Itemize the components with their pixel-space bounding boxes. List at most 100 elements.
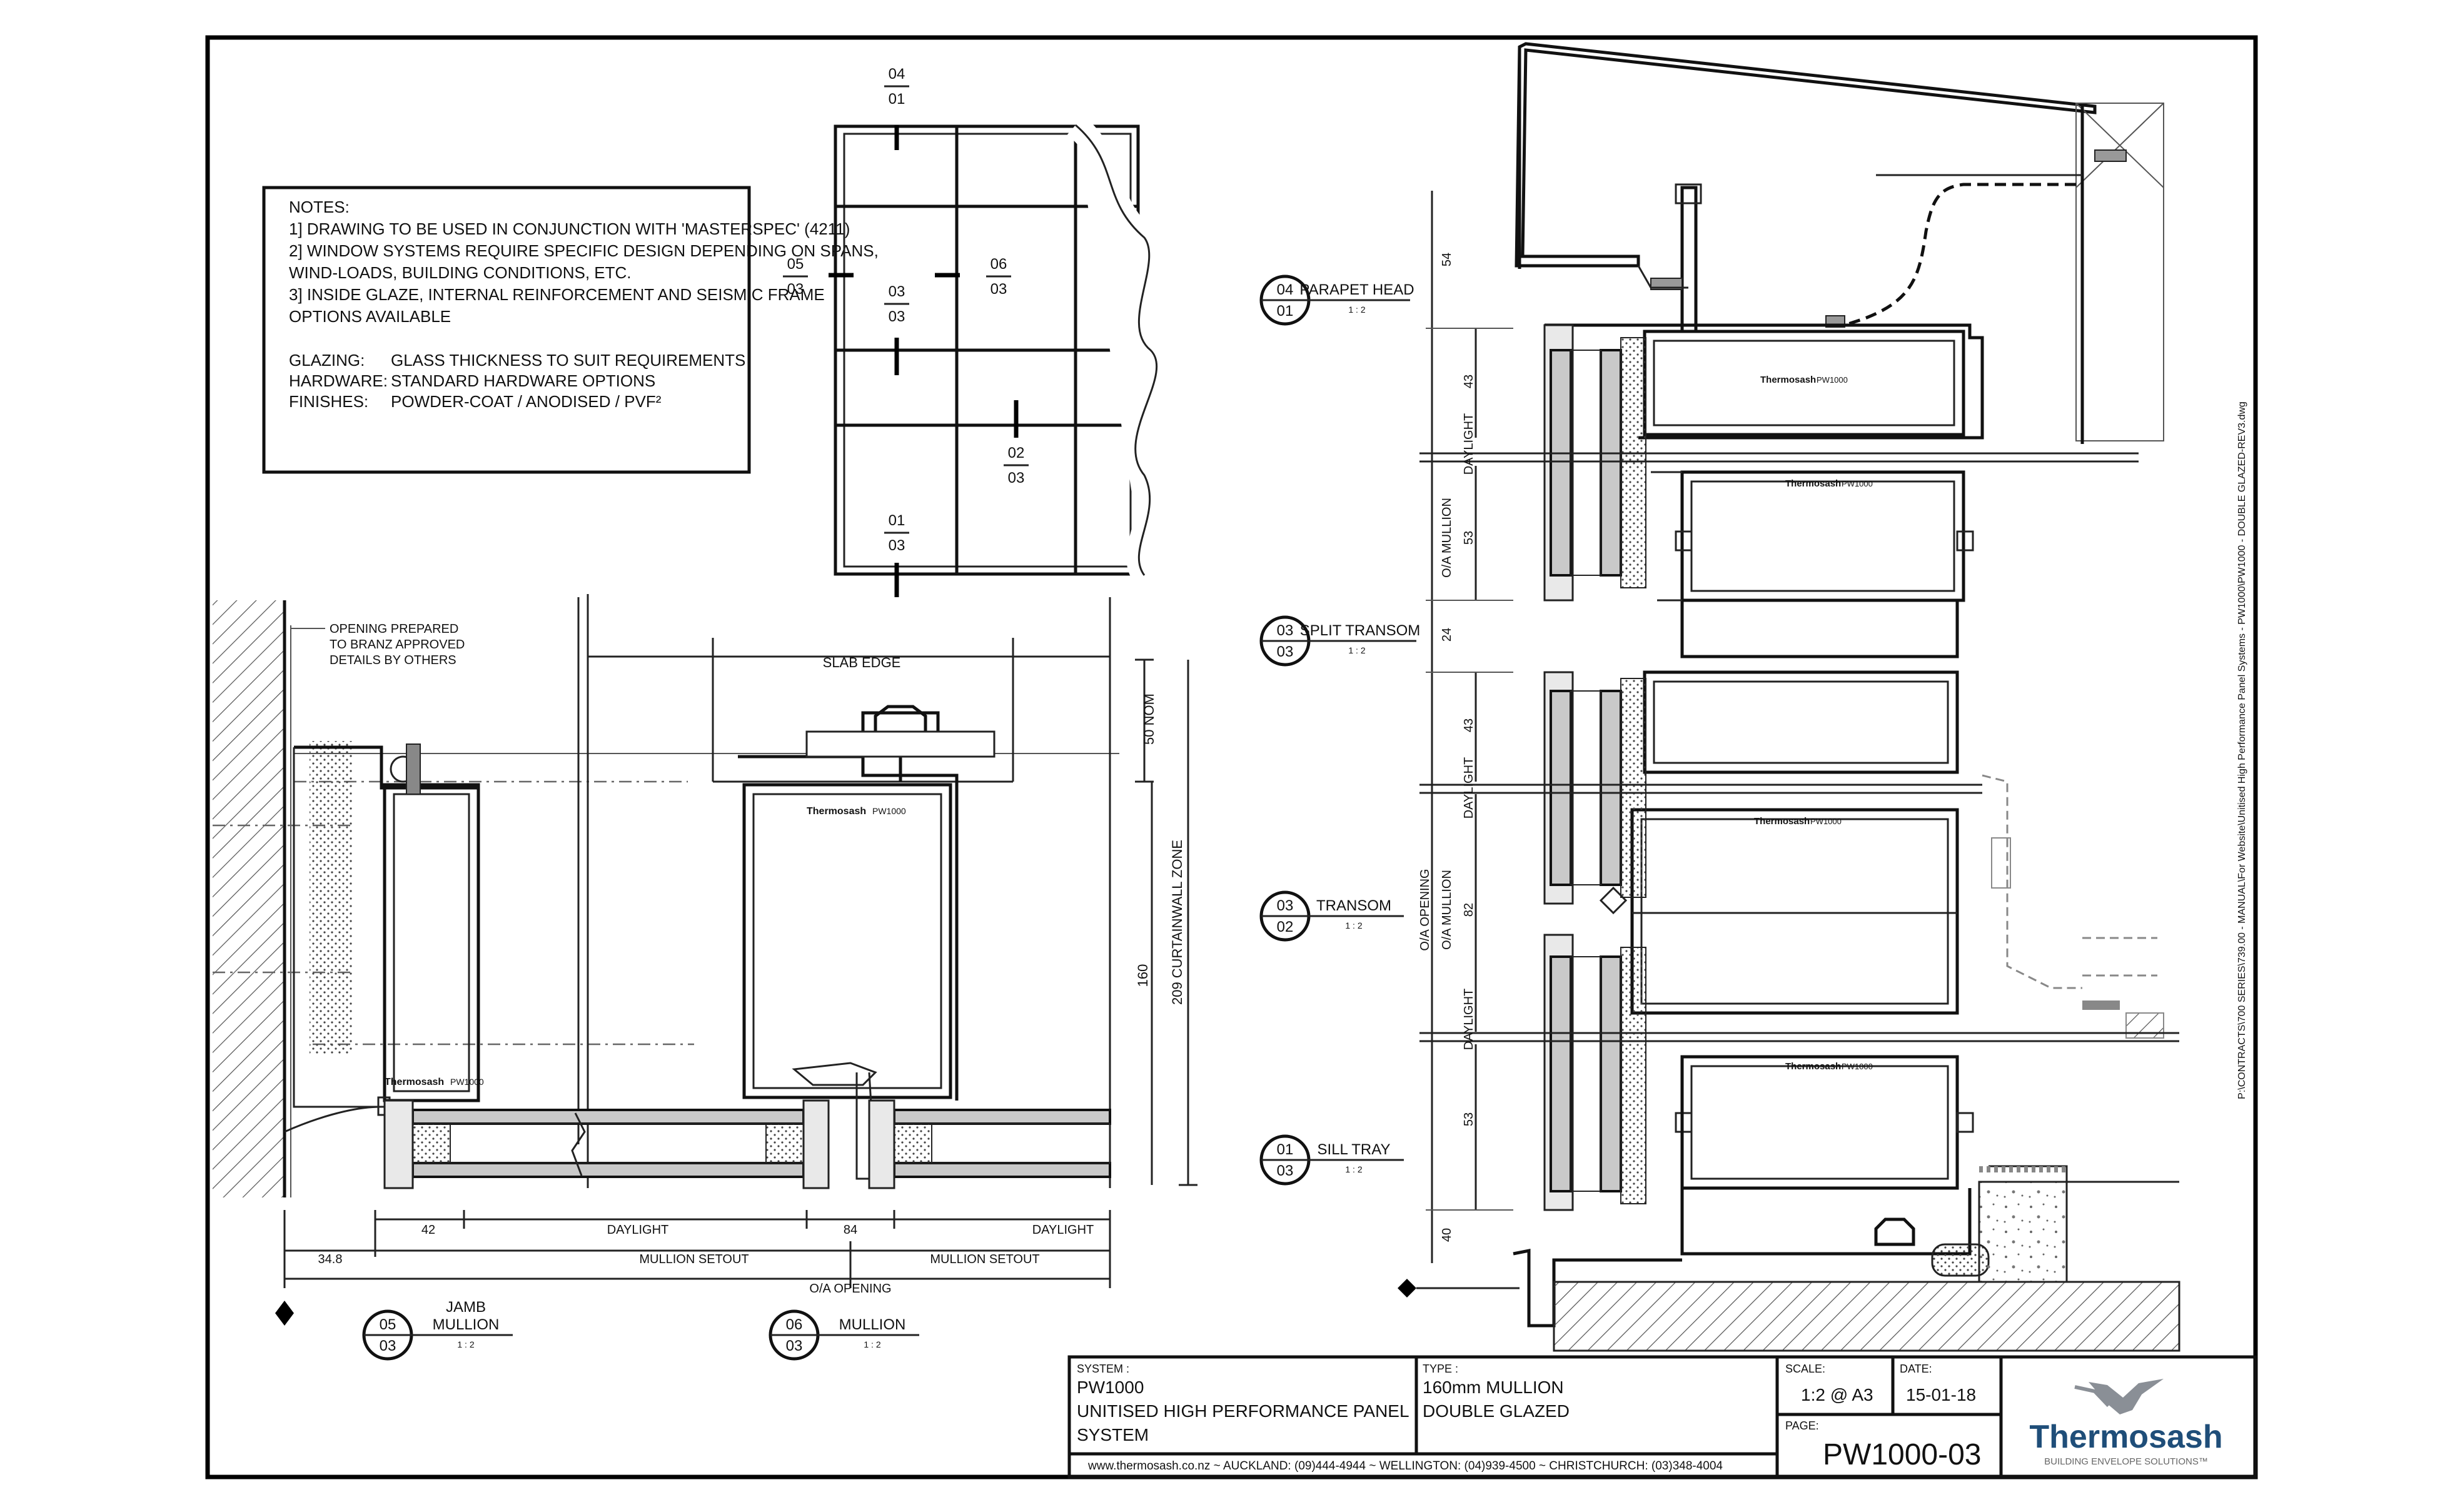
section-dim-43a: 43: [1462, 375, 1476, 388]
ref-left-2: 03: [787, 281, 804, 298]
oa-opening-plan: O/A OPENING: [809, 1282, 891, 1296]
mullion-setout-left: MULLION SETOUT: [639, 1252, 749, 1266]
dim-50-nom: 50 NOM: [1141, 693, 1157, 745]
notes-line-5: OPTIONS AVAILABLE: [289, 307, 451, 326]
finishes-label: FINISHES:: [289, 392, 368, 411]
notes-box: NOTES: 1] DRAWING TO BE USED IN CONJUNCT…: [262, 186, 879, 474]
ref-lower-right-1: 02: [1008, 445, 1025, 461]
type-1: 160mm MULLION: [1423, 1378, 1564, 1397]
head-brand: Thermosash: [1760, 375, 1816, 385]
file-path: P:\CONTRACTS\700 SERIES\739.00 - MANUAL\…: [2237, 401, 2247, 1099]
ref-top-2: 01: [889, 91, 905, 108]
ref-left-1: 05: [787, 256, 804, 273]
dim-84: 84: [844, 1223, 857, 1237]
section-oa-mullion-b: O/A MULLION: [1440, 870, 1454, 950]
opening-note-3: DETAILS BY OTHERS: [330, 653, 456, 667]
system-name-1: UNITISED HIGH PERFORMANCE PANEL: [1077, 1401, 1409, 1421]
jamb-brand: Thermosash: [385, 1077, 444, 1087]
callout-jamb-scale: 1 : 2: [457, 1339, 474, 1349]
ref-top-1: 04: [889, 66, 905, 83]
contact-line: www.thermosash.co.nz ~ AUCKLAND: (09)444…: [1087, 1459, 1723, 1473]
section-daylight-a: DAYLIGHT: [1462, 413, 1476, 475]
date-label: DATE:: [1900, 1363, 1932, 1375]
ref-right-1: 06: [991, 256, 1007, 273]
mullion-setout-right: MULLION SETOUT: [930, 1252, 1039, 1266]
callout-split-bottom: 03: [1277, 643, 1294, 660]
callout-parapet-top: 04: [1277, 281, 1294, 298]
callout-jamb-top: 05: [380, 1316, 396, 1333]
hardware-value: STANDARD HARDWARE OPTIONS: [391, 371, 655, 390]
callout-parapet-head: 04 01 PARAPET HEAD 1 : 2: [1259, 275, 1414, 326]
callout-sill-scale: 1 : 2: [1345, 1164, 1362, 1174]
callout-split-top: 03: [1277, 622, 1294, 639]
jamb-code: PW1000: [450, 1077, 484, 1087]
mullion-brand: Thermosash: [807, 806, 866, 817]
section-daylight-b: DAYLIGHT: [1462, 757, 1476, 819]
callout-transom-bottom: 02: [1277, 919, 1294, 935]
transom-code: PW1000: [1810, 817, 1842, 826]
notes-line-3: WIND-LOADS, BUILDING CONDITIONS, ETC.: [289, 263, 632, 282]
section-oa-opening: O/A OPENING: [1418, 869, 1432, 950]
ref-center-1: 03: [889, 283, 905, 300]
notes-line-2: 2] WINDOW SYSTEMS REQUIRE SPECIFIC DESIG…: [289, 241, 879, 260]
type-label: TYPE :: [1423, 1363, 1458, 1375]
callout-mullion-bottom: 03: [786, 1338, 803, 1354]
section-oa-mullion-a: O/A MULLION: [1440, 498, 1454, 578]
ref-center-2: 03: [889, 308, 905, 325]
callout-transom: 03 02 TRANSOM 1 : 2: [1259, 890, 1404, 942]
opening-note-2: TO BRANZ APPROVED: [330, 638, 465, 652]
thermosash-logo: Thermosash BUILDING ENVELOPE SOLUTIONS™: [2029, 1379, 2223, 1467]
callout-mullion: 06 03 MULLION 1 : 2: [769, 1309, 919, 1361]
title-block: SYSTEM : PW1000 UNITISED HIGH PERFORMANC…: [1067, 1355, 2257, 1479]
daylight-right: DAYLIGHT: [1032, 1223, 1094, 1237]
section-daylight-c: DAYLIGHT: [1462, 989, 1476, 1051]
logo-tagline: BUILDING ENVELOPE SOLUTIONS™: [2044, 1456, 2208, 1467]
callout-transom-top: 03: [1277, 897, 1294, 914]
plan-detail: OPENING PREPARED TO BRANZ APPROVED DETAI…: [213, 594, 1197, 1326]
callout-sill-top: 01: [1277, 1141, 1294, 1158]
ref-lower-right-2: 03: [1008, 470, 1025, 486]
callout-transom-title: TRANSOM: [1316, 897, 1391, 914]
section-dim-53a: 53: [1462, 531, 1476, 545]
callout-sill-title: SILL TRAY: [1318, 1141, 1391, 1158]
notes-line-4: 3] INSIDE GLAZE, INTERNAL REINFORCEMENT …: [289, 285, 825, 304]
system-label: SYSTEM :: [1077, 1363, 1129, 1375]
ref-bottom-1: 01: [889, 512, 905, 529]
opening-note-1: OPENING PREPARED: [330, 622, 458, 636]
hardware-label: HARDWARE:: [289, 371, 388, 390]
wall-hatch: [213, 600, 285, 1197]
section-dim-24: 24: [1440, 628, 1454, 642]
dim-160: 160: [1135, 964, 1151, 987]
callout-split-transom: 03 03 SPLIT TRANSOM 1 : 2: [1259, 615, 1421, 667]
transom-brand: Thermosash: [1754, 816, 1810, 827]
system-name-2: SYSTEM: [1077, 1425, 1149, 1444]
callout-mullion-scale: 1 : 2: [864, 1339, 880, 1349]
callout-jamb-bottom: 03: [380, 1338, 396, 1354]
callout-jamb-title: JAMB: [446, 1299, 486, 1316]
elevation-key: 04 01 05 03 03 03 06 03 02 03 01 03: [783, 66, 1169, 597]
notes-heading: NOTES:: [289, 198, 350, 216]
system-code: PW1000: [1077, 1378, 1144, 1397]
callout-jamb-mullion: 05 03 JAMB MULLION 1 : 2: [362, 1299, 513, 1361]
notes-line-1: 1] DRAWING TO BE USED IN CONJUNCTION WIT…: [289, 219, 850, 238]
daylight-left: DAYLIGHT: [607, 1223, 669, 1237]
section-dim-82: 82: [1462, 903, 1476, 917]
vertical-section: Thermosash PW1000 Thermosash PW1000 Ther…: [1398, 42, 2180, 1352]
section-dim-54: 54: [1440, 253, 1454, 266]
callout-split-title: SPLIT TRANSOM: [1300, 622, 1421, 639]
date-value: 15-01-18: [1906, 1385, 1976, 1404]
ref-right-2: 03: [991, 281, 1007, 298]
section-dim-53b: 53: [1462, 1112, 1476, 1126]
type-2: DOUBLE GLAZED: [1423, 1401, 1570, 1421]
callout-sill-tray: 01 03 SILL TRAY 1 : 2: [1259, 1134, 1404, 1186]
dim-209: 209 CURTAINWALL ZONE: [1169, 840, 1185, 1005]
callout-transom-scale: 1 : 2: [1345, 920, 1362, 930]
callout-sill-bottom: 03: [1277, 1162, 1294, 1179]
finishes-value: POWDER-COAT / ANODISED / PVF²: [391, 392, 662, 411]
callout-parapet-scale: 1 : 2: [1348, 305, 1365, 315]
dim-42: 42: [421, 1223, 435, 1237]
callout-mullion-top: 06: [786, 1316, 803, 1333]
sill-code: PW1000: [1842, 1062, 1873, 1071]
callout-split-scale: 1 : 2: [1348, 645, 1365, 655]
